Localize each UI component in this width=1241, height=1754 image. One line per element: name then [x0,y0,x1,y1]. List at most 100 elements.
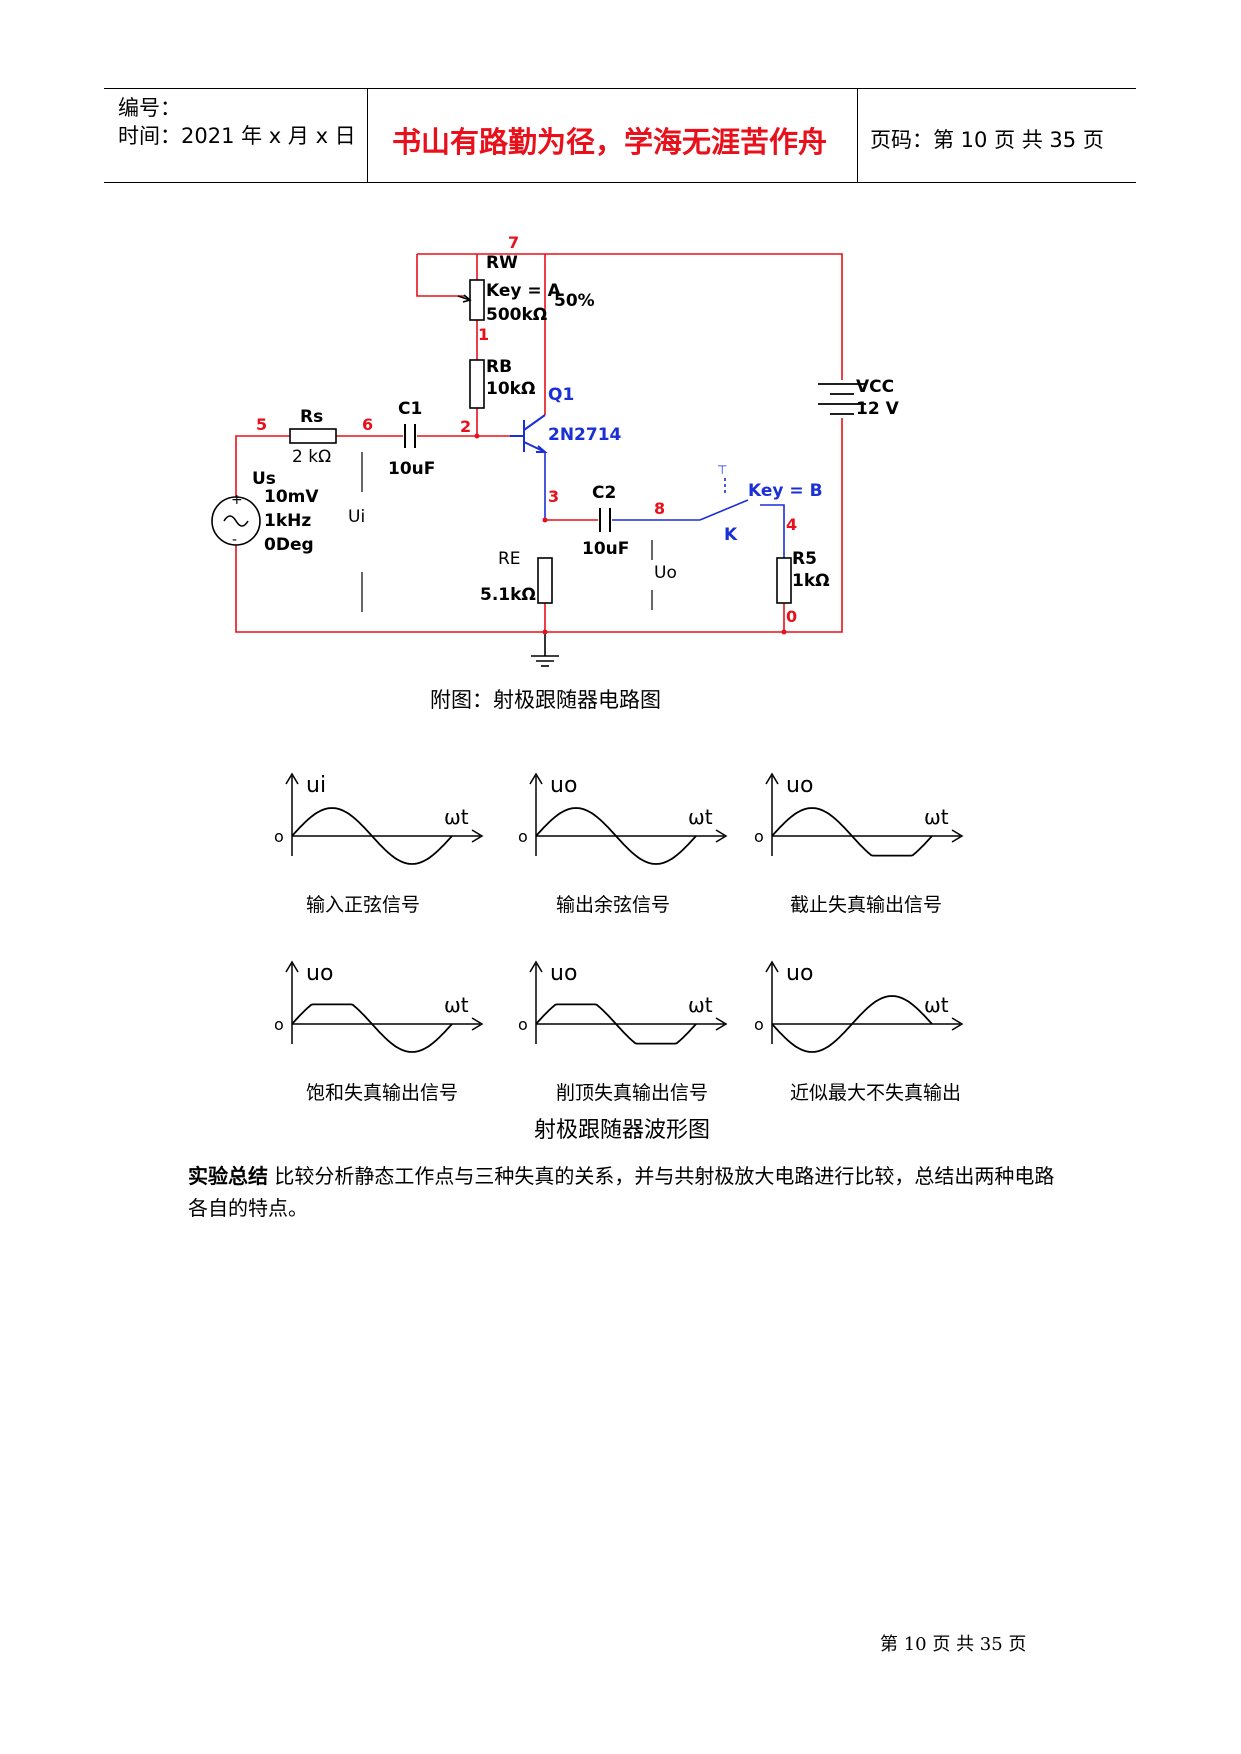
svg-text:+: + [231,492,243,508]
ground-symbol [531,632,559,667]
re-resistor [537,557,553,604]
waveform-origin-label: o [754,827,764,846]
vcc-battery [818,383,866,415]
waveform-caption: 近似最大不失真输出 [790,1082,962,1104]
waveform-y-arrow [529,772,543,785]
header-divider-right [857,88,858,183]
switch-name: K [724,525,738,545]
us-freq: 1kHz [264,511,311,531]
waveform-x-arrow [951,829,964,843]
us-phase: 0Deg [264,535,314,555]
node-5: 5 [256,415,267,434]
waveform-curve [291,807,453,865]
r5-resistor [776,557,792,604]
re-value: 5.1kΩ [480,585,536,605]
page-footer: 第 10 页 共 35 页 [880,1634,1027,1655]
svg-text:-: - [232,532,237,548]
rb-resistor [469,359,485,409]
header-top-rule [104,88,1136,89]
rw-value: 500kΩ [486,305,547,325]
waveform-caption: 饱和失真输出信号 [306,1082,459,1104]
waveform-y-label: uo [550,773,577,798]
waveform-y-label: uo [550,961,577,986]
waveform-origin-label: o [274,827,284,846]
re-name: RE [498,549,521,569]
rs-name: Rs [300,407,323,427]
rw-percent: 50% [554,291,595,311]
header-divider-left [367,88,368,183]
waveform-origin-label: o [518,1015,528,1034]
q1-transistor [510,414,548,453]
waveform-caption: 削顶失真输出信号 [556,1082,709,1104]
wire-top [417,253,843,380]
rs-resistor [289,428,337,444]
wire-rw-loop [416,254,465,297]
waveform-origin-label: o [754,1015,764,1034]
c2-name: C2 [592,483,616,503]
summary-label: 实验总结 [188,1164,268,1188]
svg-text:⊤: ⊤ [717,463,727,477]
node-2: 2 [460,417,471,436]
rb-name: RB [486,357,512,377]
summary-text: 比较分析静态工作点与三种失真的关系，并与共射极放大电路进行比较，总结出两种电路各… [188,1164,1055,1220]
c1-name: C1 [398,399,422,419]
switch-k [699,478,749,521]
waveform-y-arrow [765,960,779,973]
waveform-caption: 截止失真输出信号 [790,894,943,916]
waveform-x-label: ωt [444,805,469,829]
rw-resistor [469,279,485,321]
rb-value: 10kΩ [486,379,535,399]
node-1: 1 [478,325,489,344]
time-label: 时间：2021 年 x 月 x 日 [118,124,356,148]
waveform-y-label: uo [786,773,813,798]
page-label: 页码：第 10 页 共 35 页 [870,128,1104,152]
summary-paragraph: 实验总结 比较分析静态工作点与三种失真的关系，并与共射极放大电路进行比较，总结出… [188,1160,1068,1224]
waveform-curve [535,807,697,865]
vcc-value: 12 V [856,399,900,419]
waveform-y-label: uo [786,961,813,986]
r5-name: R5 [792,549,817,569]
waveform-x-arrow [471,829,484,843]
c1-capacitor [404,424,416,448]
us-amp: 10mV [264,487,319,507]
node-7: 7 [508,233,519,252]
switch-key: Key = B [748,481,823,501]
waveform-curve [771,995,933,1053]
waveform-y-label: uo [306,961,333,986]
c2-capacitor [599,508,611,532]
node-4: 4 [786,515,797,534]
c1-value: 10uF [388,459,435,479]
waveform-x-arrow [471,1017,484,1031]
ui-label: Ui [348,507,365,527]
q1-model: 2N2714 [548,425,622,445]
rw-name: RW [486,253,518,273]
waveform-origin-label: o [274,1015,284,1034]
uo-label: Uo [654,563,677,583]
waveform-x-label: ωt [924,993,949,1017]
waveform-title: 射极跟随器波形图 [534,1118,711,1143]
wire-input [235,435,290,500]
q1-name: Q1 [548,385,574,405]
header-motto: 书山有路勤为径，学海无涯苦作舟 [392,125,828,159]
waveform-x-label: ωt [444,993,469,1017]
waveform-x-arrow [715,829,728,843]
circuit-caption: 附图：射极跟随器电路图 [430,688,661,712]
waveform-y-arrow [285,960,299,973]
r5-value: 1kΩ [792,571,830,591]
waveform-y-arrow [529,960,543,973]
rw-key: Key = A [486,281,562,301]
waveform-x-arrow [715,1017,728,1031]
node-0: 0 [786,607,797,626]
header-bottom-rule [104,182,1136,183]
node-6: 6 [362,415,373,434]
vcc-name: VCC [856,377,894,397]
waveform-y-label: ui [306,773,326,798]
waveform-curve [291,1003,453,1053]
waveform-caption: 输入正弦信号 [306,894,421,916]
wire-vcc-bottom [235,418,843,633]
waveform-y-arrow [765,772,779,785]
waveform-x-arrow [951,1017,964,1031]
waveform-x-label: ωt [688,805,713,829]
node-8: 8 [654,499,665,518]
